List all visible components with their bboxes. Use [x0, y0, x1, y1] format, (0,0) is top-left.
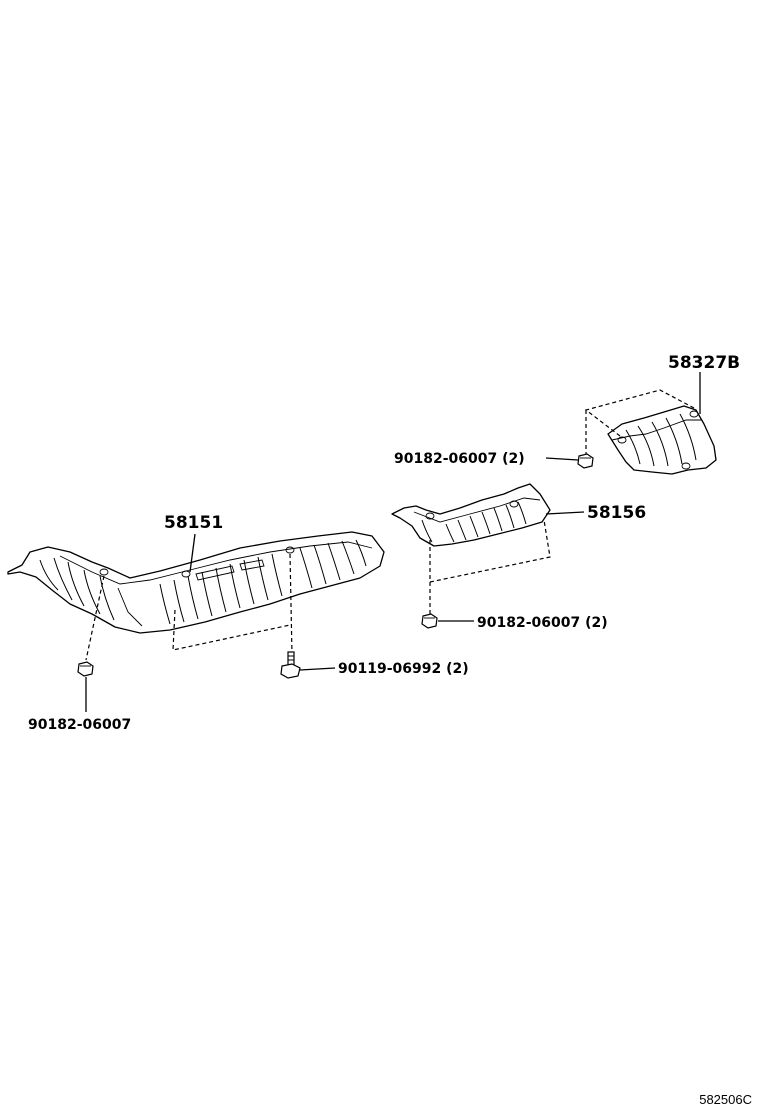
leader-line — [189, 533, 196, 573]
illustration-code: 582506C — [699, 1092, 752, 1107]
callout-nut-left: 90182-06007 — [28, 717, 131, 733]
nut-icon — [421, 613, 438, 629]
callout-58151: 58151 — [164, 513, 223, 533]
callout-58327B: 58327B — [668, 353, 740, 373]
heat-insulator-58327B — [607, 405, 717, 475]
projection-line — [429, 519, 551, 583]
heat-insulator-58156 — [391, 483, 551, 547]
callout-nut-upper: 90182-06007 (2) — [394, 451, 525, 467]
projection-line — [85, 575, 105, 661]
projection-line — [172, 609, 291, 651]
nut-icon — [77, 661, 94, 677]
callout-nut-middle: 90182-06007 (2) — [477, 615, 608, 631]
leader-line — [545, 511, 585, 515]
projection-line — [584, 389, 695, 437]
nut-icon — [577, 453, 594, 469]
callout-bolt: 90119-06992 (2) — [338, 661, 469, 677]
projection-line — [289, 553, 293, 656]
bolt-icon — [280, 651, 301, 679]
leader-line — [545, 457, 579, 461]
leader-line — [299, 667, 336, 671]
callout-58156: 58156 — [587, 503, 646, 523]
heat-insulator-58151 — [7, 531, 385, 634]
